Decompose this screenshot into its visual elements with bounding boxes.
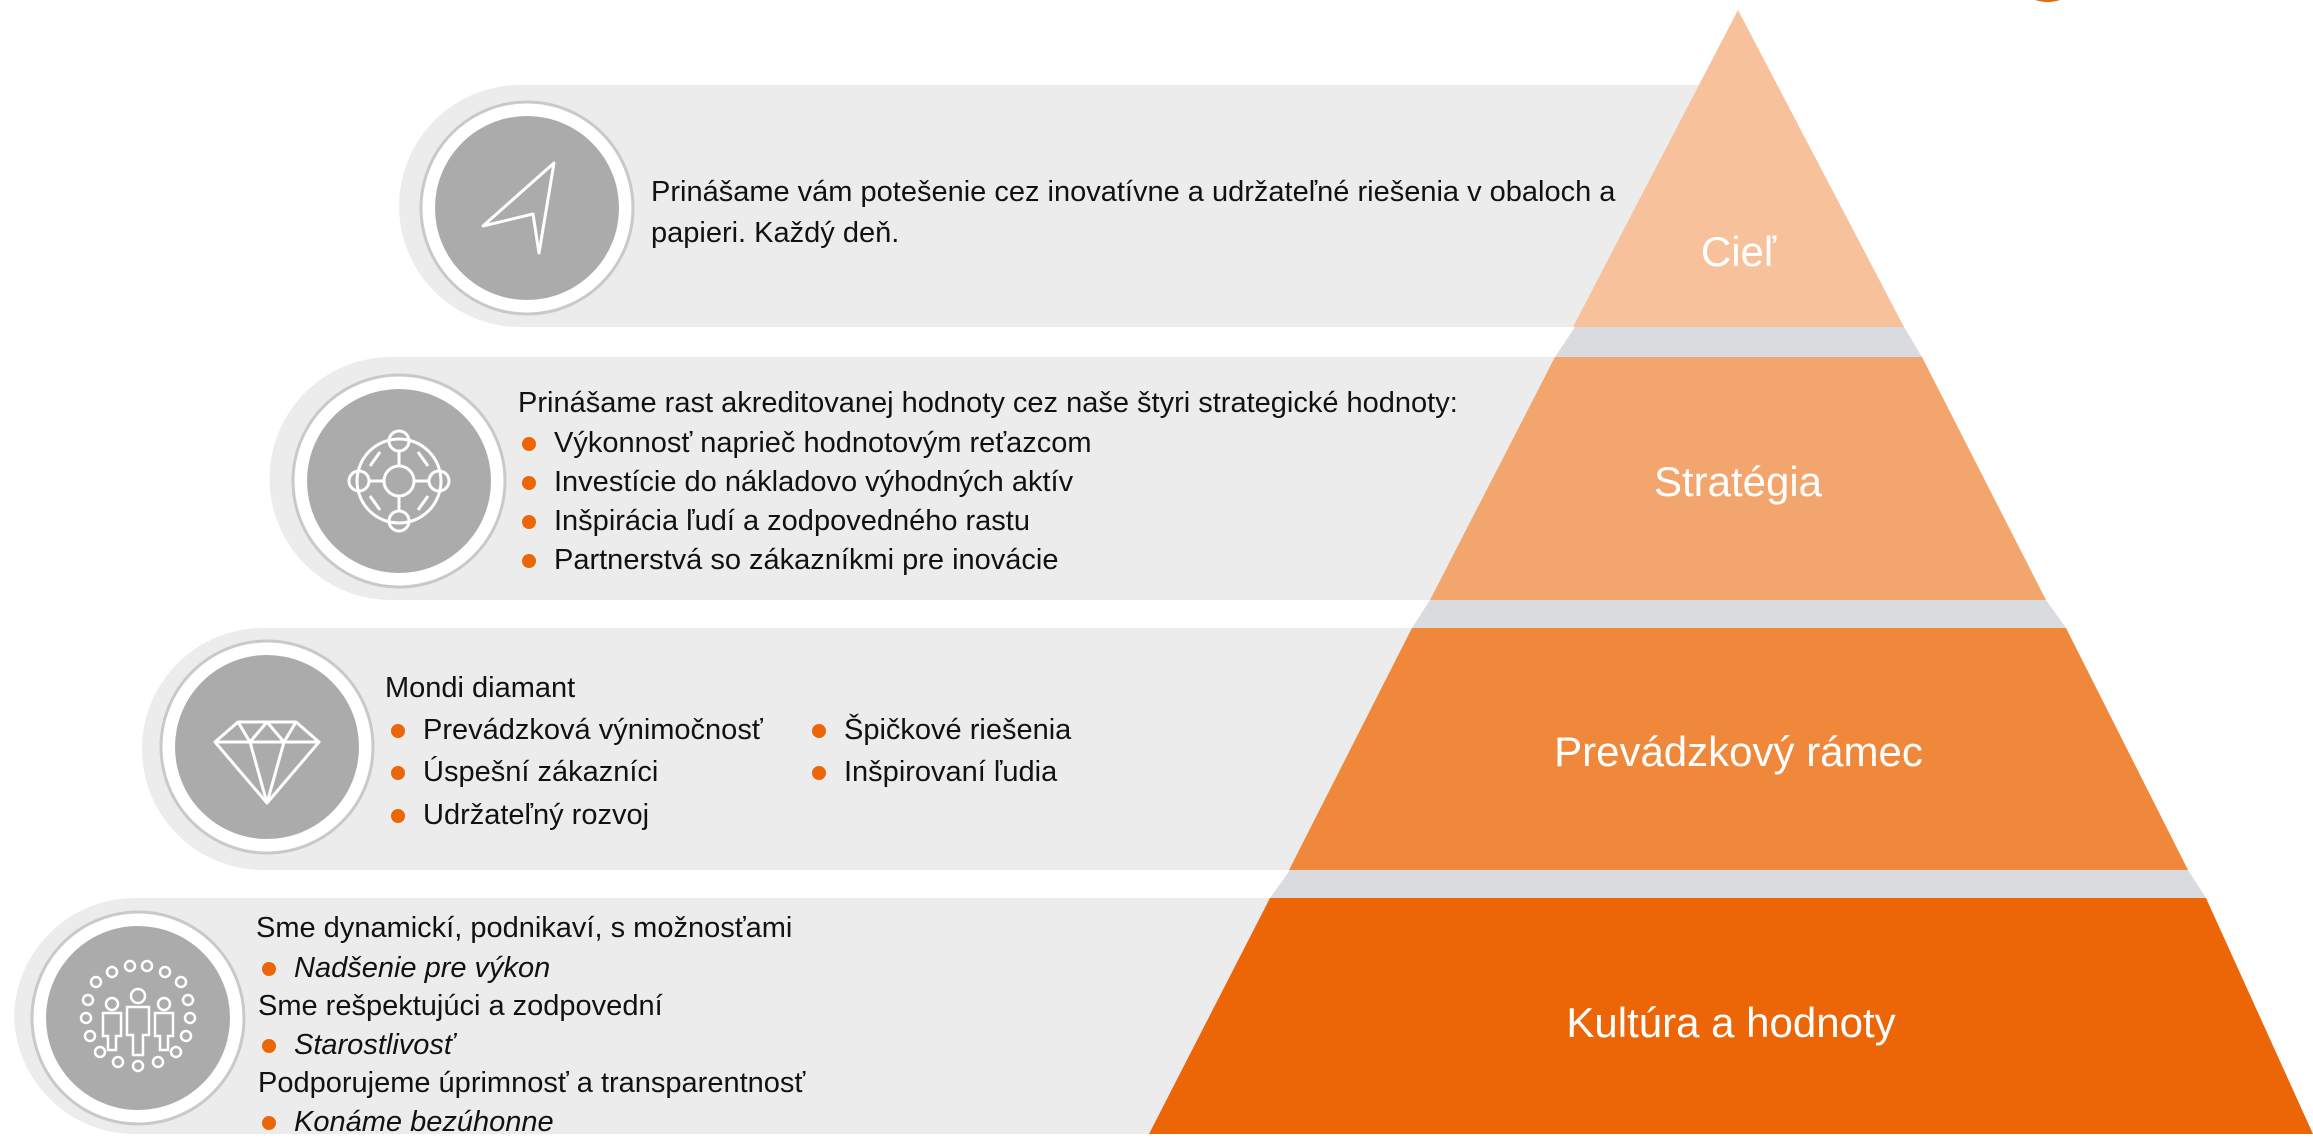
culture-heading: Sme rešpektujúci a zodpovední	[258, 990, 663, 1022]
connector-shadow	[1270, 870, 2206, 898]
strategy-item: Investície do nákladovo výhodných aktív	[518, 462, 1073, 502]
framework-item: Úspešní zákazníci	[387, 752, 658, 792]
strategy-network-icon	[347, 429, 451, 533]
people-group-icon	[79, 959, 197, 1073]
culture-value: Starostlivosť	[258, 1025, 454, 1065]
tier-label-goal: Cieľ	[1700, 228, 1777, 275]
framework-band	[142, 628, 1500, 870]
culture-value: Nadšenie pre výkon	[258, 948, 550, 988]
culture-value: Konáme bezúhonne	[258, 1102, 554, 1142]
tier-label-culture: Kultúra a hodnoty	[1566, 999, 1896, 1046]
pyramid-tier-strategy	[1430, 357, 2046, 600]
framework-item: Udržateľný rozvoj	[387, 795, 649, 835]
culture-icon-circle	[30, 910, 246, 1126]
pyramid-tier-culture	[1149, 898, 2313, 1134]
strategy-intro: Prinášame rast akreditovanej hodnoty cez…	[518, 387, 1458, 419]
diamond-icon	[213, 720, 321, 805]
framework-item: Inšpirovaní ľudia	[808, 752, 1057, 792]
strategy-band	[269, 357, 1600, 600]
navigation-arrow-icon	[481, 161, 556, 255]
culture-band	[14, 898, 1350, 1134]
corner-accent	[2035, 0, 2060, 2]
connector-shadow	[1412, 600, 2066, 628]
framework-icon-circle	[159, 639, 375, 855]
culture-heading: Sme dynamickí, podnikaví, s možnosťami	[256, 912, 793, 944]
framework-title: Mondi diamant	[385, 672, 576, 704]
strategy-icon-circle	[291, 373, 507, 589]
tier-label-framework: Prevádzkový rámec	[1554, 728, 1923, 775]
strategy-item: Inšpirácia ľudí a zodpovedného rastu	[518, 501, 1030, 541]
goal-band	[399, 85, 1722, 327]
culture-heading: Podporujeme úprimnosť a transparentnosť	[258, 1067, 806, 1099]
framework-item: Špičkové riešenia	[808, 710, 1071, 750]
connector-shadow	[1555, 327, 1922, 357]
strategy-item: Partnerstvá so zákazníkmi pre inovácie	[518, 540, 1059, 580]
goal-text: Prinášame vám potešenie cez inovatívne a…	[651, 176, 1616, 249]
pyramid-tier-goal	[1573, 10, 1904, 327]
strategy-item: Výkonnosť naprieč hodnotovým reťazcom	[518, 423, 1092, 463]
goal-icon-circle	[419, 100, 635, 316]
framework-item: Prevádzková výnimočnosť	[387, 710, 763, 750]
pyramid-tier-framework	[1289, 628, 2188, 870]
tier-label-strategy: Stratégia	[1653, 458, 1823, 505]
